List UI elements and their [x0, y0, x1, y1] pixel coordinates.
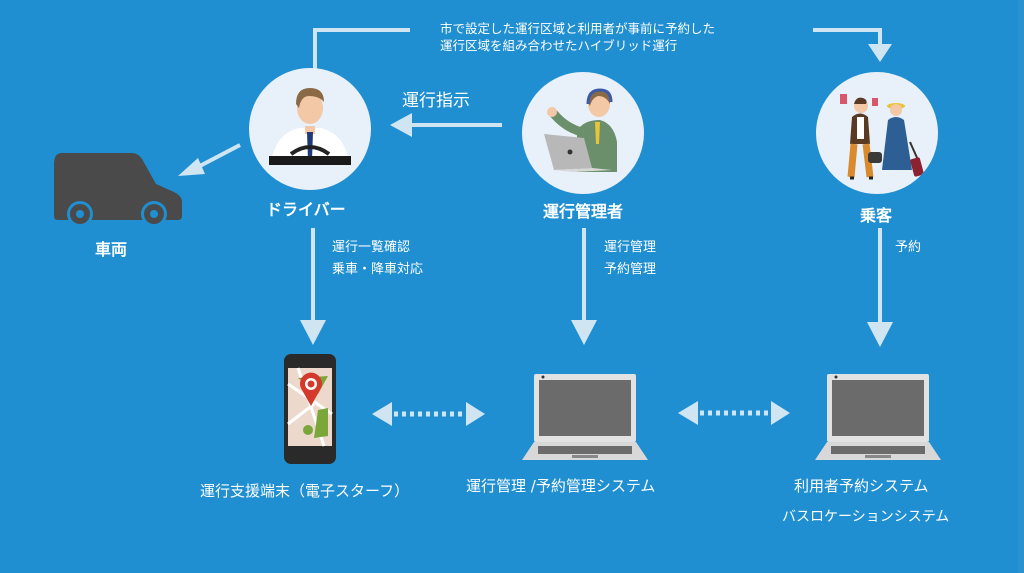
management-system-label: 運行管理 /予約管理システム	[466, 477, 656, 495]
reservation-edge-label: 予約	[895, 240, 922, 255]
operator-task-1: 運行管理	[604, 240, 657, 255]
laptop-icon-reservation	[815, 374, 941, 460]
dbl-arrow-2-right-head	[771, 401, 790, 425]
top-bracket-left	[313, 28, 410, 75]
arrowhead-driver-to-vehicle	[178, 158, 205, 176]
note-line-1: 市で設定した運行区域と利用者が事前に予約した	[440, 21, 716, 36]
passenger-node	[816, 72, 938, 194]
top-bracket-right	[813, 28, 882, 46]
car-icon	[54, 153, 182, 227]
hybrid-operation-note: 市で設定した運行区域と利用者が事前に予約した 運行区域を組み合わせたハイブリッド…	[440, 20, 715, 54]
edge-strip	[1018, 0, 1024, 573]
vehicle-label: 車両	[95, 240, 128, 259]
driver-icon	[269, 88, 351, 165]
note-line-2: 運行区域を組み合わせたハイブリッド運行	[440, 38, 678, 53]
dbl-arrow-1-left-head	[372, 402, 392, 426]
operation-instruction-label: 運行指示	[402, 91, 470, 111]
terminal-label: 運行支援端末（電子スターフ）	[200, 482, 410, 500]
dbl-arrow-1-right-head	[466, 402, 485, 426]
arrowhead-operator-to-system	[571, 320, 597, 345]
driver-tasks-label: 運行一覧確認 乗車・降車対応	[332, 237, 423, 281]
driver-task-2: 乗車・降車対応	[332, 262, 424, 277]
bus-location-system-label: バスロケーションシステム	[782, 509, 950, 525]
reservation-system-label: 利用者予約システム	[794, 477, 929, 495]
arrowhead-top-right	[868, 44, 892, 62]
arrowhead-driver-to-terminal	[300, 320, 326, 345]
driver-label: ドライバー	[266, 200, 346, 219]
laptop-icon-management	[522, 374, 648, 460]
operator-node	[522, 72, 644, 194]
passengers-icon	[840, 94, 924, 180]
operator-task-2: 予約管理	[604, 262, 657, 277]
driver-node	[249, 68, 371, 190]
driver-task-1: 運行一覧確認	[332, 240, 411, 255]
arrowhead-operator-to-driver	[390, 113, 412, 137]
dbl-arrow-2-left-head	[678, 401, 698, 425]
operator-icon	[544, 88, 617, 172]
arrowhead-passenger-to-reservation	[867, 322, 893, 347]
operator-tasks-label: 運行管理 予約管理	[604, 237, 656, 281]
smartphone-map-icon	[284, 354, 336, 464]
passenger-label: 乗客	[860, 206, 893, 225]
operator-label: 運行管理者	[543, 202, 624, 221]
arrow-driver-to-vehicle	[195, 143, 241, 170]
